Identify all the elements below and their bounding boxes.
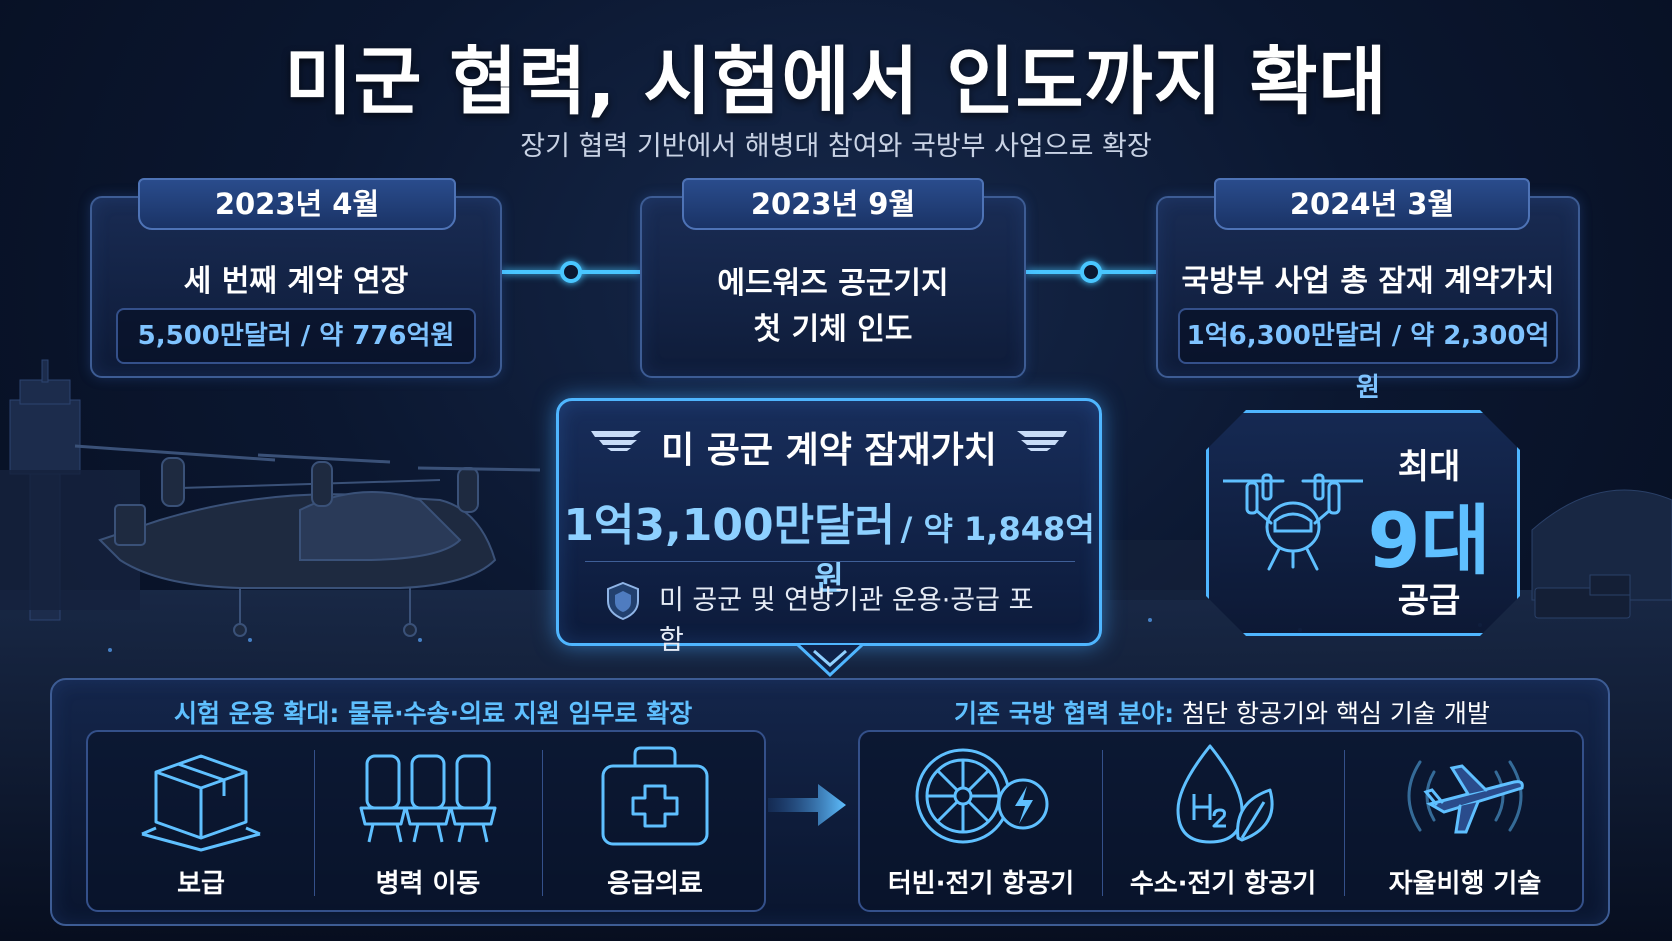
defense-cooperation-heading: 기존 국방 협력 분야: 첨단 항공기와 핵심 기술 개발 [954,699,1490,728]
max-supply-panel: 최대 9대 공급 [1206,410,1520,636]
trial-operation-heading: 시험 운용 확대: 물류·수송·의료 지원 임무로 확장 [174,699,693,728]
vtol-aircraft-icon [1223,473,1363,571]
divider [585,561,1075,562]
item-label: 수소·전기 항공기 [1129,869,1317,899]
card-description-line-1: 에드워즈 공군기지 [717,266,949,301]
divider [314,750,315,896]
contract-amount: 1억6,300만달러 / 약 2,300억원 [1178,308,1558,403]
item-supply: 보급 [88,732,314,914]
item-label: 보급 [177,869,225,899]
item-hydrogen-electric-aircraft: 수소·전기 항공기 [1102,732,1344,914]
item-label: 병력 이동 [375,869,481,899]
item-emergency-medical: 응급의료 [542,732,768,914]
arrow-right-icon [768,784,846,826]
air-force-contract-value-panel: 미 공군 계약 잠재가치 1억3,100만달러 / 약 1,848억원 미 공군… [556,398,1102,656]
center-panel-note: 미 공군 및 연방기관 운용·공급 포함 [659,585,1034,656]
card-description: 세 번째 계약 연장 [183,264,409,299]
contract-amount: 5,500만달러 / 약 776억원 [116,308,476,364]
vtol-aircraft-illustration [74,444,541,637]
medical-kit-icon [601,746,709,846]
max-label-top: 최대 [1397,447,1461,487]
max-supply-count: 9대 [1367,496,1491,585]
trial-operation-group: 보급 병력 이동 [86,730,766,912]
timeline-card-2023-september: 2023년 9월 에드워즈 공군기지 첫 기체 인도 [640,178,1026,378]
date-tab: 2023년 4월 [138,178,456,230]
hydrogen-leaf-icon [1176,744,1274,844]
page-title: 미군 협력, 시험에서 인도까지 확대 [284,39,1388,125]
chevron-down-icon [796,643,864,678]
autonomous-aircraft-icon [1407,760,1524,834]
page-subtitle: 장기 협력 기반에서 해병대 참여와 국방부 사업으로 확장 [520,131,1152,162]
shield-icon [607,581,639,621]
card-description: 국방부 사업 총 잠재 계약가치 [1181,264,1555,299]
wing-emblem-right-icon [1017,431,1067,451]
item-label: 응급의료 [607,869,703,899]
item-turbine-electric-aircraft: 터빈·전기 항공기 [860,732,1102,914]
timeline-node-1 [560,261,582,283]
divider [1102,750,1103,896]
center-contract-amount: 1억3,100만달러 / 약 1,848억원 [559,489,1099,599]
truck-silhouette [1534,574,1631,619]
timeline-card-2023-april: 2023년 4월 세 번째 계약 연장 5,500만달러 / 약 776억원 [90,178,502,378]
divider [542,750,543,896]
item-autonomous-flight: 자율비행 기술 [1344,732,1586,914]
wing-emblem-left-icon [591,431,641,451]
seats-icon [359,754,497,843]
center-panel-title: 미 공군 계약 잠재가치 [661,430,997,471]
turbine-engine-icon [915,748,1049,844]
card-description-line-2: 첫 기체 인도 [753,312,913,347]
date-tab: 2023년 9월 [682,178,984,230]
box-icon [141,754,261,852]
item-label: 터빈·전기 항공기 [887,869,1075,899]
date-tab: 2024년 3월 [1214,178,1530,230]
timeline-card-2024-march: 2024년 3월 국방부 사업 총 잠재 계약가치 1억6,300만달러 / 약… [1156,178,1580,403]
amount-sub: / 약 1,848억원 [814,510,1095,597]
defense-cooperation-group: 터빈·전기 항공기 수소·전기 항공기 [858,730,1584,912]
item-label: 자율비행 기술 [1388,869,1542,899]
amount-main: 1억3,100만달러 [563,500,896,551]
max-label-bottom: 공급 [1397,581,1461,621]
timeline-node-2 [1080,261,1102,283]
divider [1344,750,1345,896]
item-troop-transport: 병력 이동 [314,732,542,914]
